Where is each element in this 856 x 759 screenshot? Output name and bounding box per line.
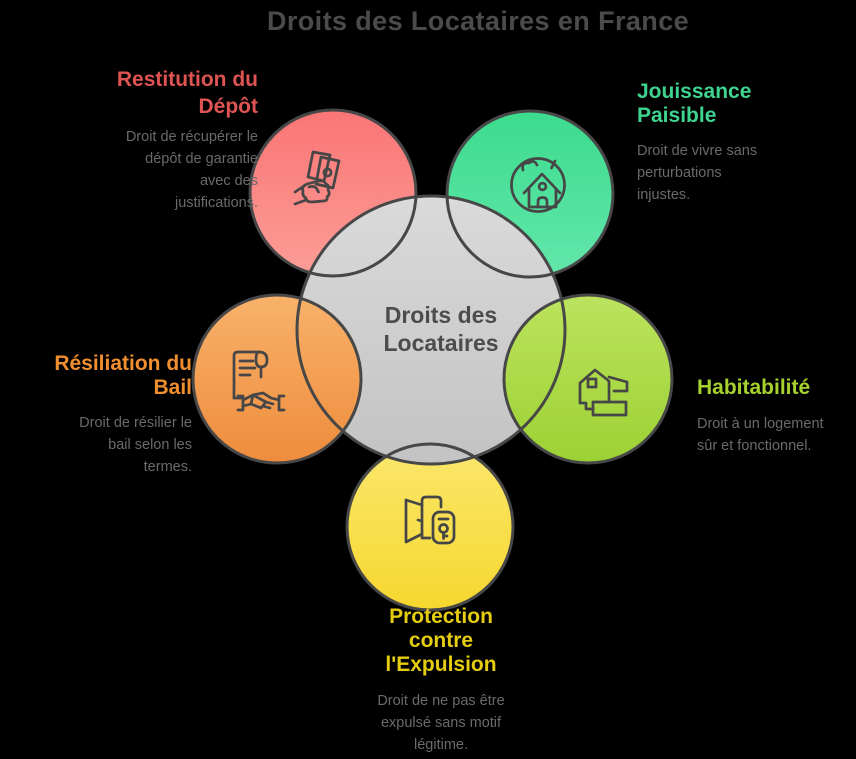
description-line: bail selon les xyxy=(108,437,192,453)
heading-line: Restitution du xyxy=(116,68,258,91)
section-jouissance: Jouissance Paisible Droit de vivre sans … xyxy=(637,80,852,206)
section-description: Droit de ne pas être expulsé sans motif … xyxy=(320,690,562,756)
center-label-line: Droits des xyxy=(384,302,498,328)
door-key-icon xyxy=(404,495,456,545)
circle-center xyxy=(297,196,565,464)
section-heading: Résiliation du Bail xyxy=(0,352,192,400)
habitable-house-icon xyxy=(578,368,629,417)
circle-outlines xyxy=(191,108,674,612)
heading-line: Résiliation du xyxy=(54,352,192,375)
heading-line: Bail xyxy=(153,376,192,399)
heading-line: Jouissance xyxy=(637,80,752,103)
center-label-line: Locataires xyxy=(383,330,499,356)
description-line: perturbations xyxy=(637,165,722,181)
heading-line: Habitabilité xyxy=(697,376,811,399)
description-line: dépôt de garantie xyxy=(145,151,258,167)
description-line: Droit à un logement xyxy=(697,416,824,432)
money-in-hand-icon xyxy=(293,150,341,206)
section-description: Droit de récupérer le dépôt de garantie … xyxy=(18,126,258,214)
description-line: sûr et fonctionnel. xyxy=(697,438,812,454)
section-heading: Jouissance Paisible xyxy=(637,80,852,128)
section-description: Droit de vivre sans perturbations injust… xyxy=(637,140,852,206)
heading-line: Paisible xyxy=(637,104,717,127)
section-description: Droit de résilier le bail selon les term… xyxy=(0,412,192,478)
section-habitabilite: Habitabilité Droit à un logement sûr et … xyxy=(697,376,856,457)
description-line: justifications. xyxy=(174,195,258,211)
heading-line: contre xyxy=(408,629,474,652)
section-protection: Protection contre l'Expulsion Droit de n… xyxy=(320,605,562,756)
heading-line: l'Expulsion xyxy=(385,653,497,676)
heading-line: Protection xyxy=(389,605,493,628)
description-line: injustes. xyxy=(637,187,691,203)
peaceful-home-icon xyxy=(510,157,566,213)
description-line: Droit de résilier le xyxy=(79,415,192,431)
section-description: Droit à un logement sûr et fonctionnel. xyxy=(697,413,856,457)
description-line: Droit de vivre sans xyxy=(637,143,758,159)
circle-resiliation xyxy=(193,295,361,463)
description-line: termes. xyxy=(143,459,192,475)
section-resiliation: Résiliation du Bail Droit de résilier le… xyxy=(0,352,192,478)
description-line: expulsé sans motif xyxy=(380,715,502,731)
page-title: Droits des Locataires en France xyxy=(266,6,690,36)
contract-handshake-icon xyxy=(232,350,286,412)
section-heading: Restitution du Dépôt xyxy=(18,66,258,120)
description-line: Droit de ne pas être xyxy=(377,693,505,709)
center-circle-label: Droits des Locataires xyxy=(331,301,551,357)
circle-protection xyxy=(347,444,513,610)
section-restitution: Restitution du Dépôt Droit de récupérer … xyxy=(18,66,258,214)
heading-line: Dépôt xyxy=(198,95,259,118)
section-heading: Habitabilité xyxy=(697,376,856,400)
section-heading: Protection contre l'Expulsion xyxy=(320,605,562,677)
description-line: Droit de récupérer le xyxy=(125,129,258,145)
description-line: légitime. xyxy=(414,737,468,753)
description-line: avec des xyxy=(199,173,258,189)
